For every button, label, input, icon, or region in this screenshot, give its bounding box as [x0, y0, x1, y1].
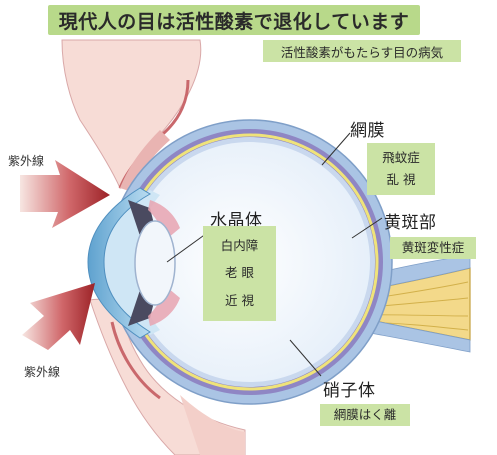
uv-label-lower: 紫外線 — [24, 365, 61, 379]
macula-disease-box: 黄斑変性症 — [390, 237, 476, 259]
ciliary-lower — [148, 288, 180, 326]
lens-disease-3: 近 視 — [225, 292, 254, 308]
macula-label: 黄斑部 — [384, 213, 437, 233]
vitreous-disease-box: 網膜はく離 — [320, 404, 410, 426]
lens-shape — [134, 220, 176, 306]
leader-vitreous — [289, 339, 322, 377]
anterior-chamber — [100, 190, 160, 335]
retina-disease-box: 飛蚊症 乱 視 — [367, 143, 435, 195]
retina-disease-1: 飛蚊症 — [382, 149, 420, 165]
lens-disease-2: 老 眼 — [225, 265, 254, 281]
uv-label-upper: 紫外線 — [8, 154, 45, 168]
lens-disease-1: 白内障 — [220, 237, 259, 253]
ciliary-upper — [148, 200, 180, 238]
uv-arrow-upper — [20, 160, 110, 228]
retina-disease-2: 乱 視 — [386, 172, 416, 187]
retina-label: 網膜 — [350, 121, 385, 141]
lid-shadow-upper — [120, 130, 170, 192]
uv-arrow-lower — [22, 283, 95, 350]
cheek-skin — [180, 395, 245, 455]
leader-macula — [351, 217, 383, 239]
macula-disease-1: 黄斑変性症 — [401, 239, 465, 255]
vitreous-label: 硝子体 — [323, 381, 376, 401]
vitreous-disease-1: 網膜はく離 — [333, 406, 397, 422]
leader-retina — [321, 132, 351, 166]
page-subtitle: 活性酸素がもたらす目の病気 — [263, 40, 461, 62]
page-title: 現代人の目は活性酸素で退化しています — [48, 5, 420, 35]
lens-disease-box: 白内障 老 眼 近 視 — [203, 226, 276, 321]
cornea — [87, 187, 151, 339]
lower-eyelid-edge — [110, 321, 161, 400]
